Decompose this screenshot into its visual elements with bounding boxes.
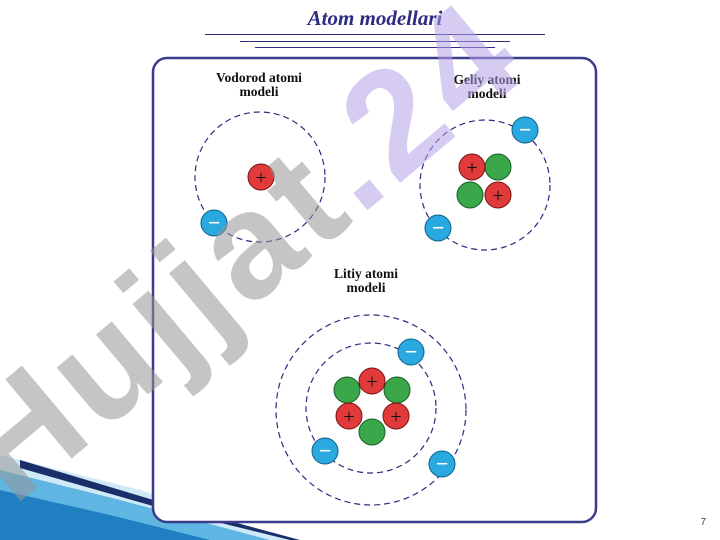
- helium-label-line2: modeli: [468, 86, 507, 101]
- electron: −: [511, 116, 539, 144]
- lithium-inner-orbit: [305, 342, 437, 474]
- title-underline-shorter: [255, 47, 495, 48]
- helium-label-line1: Geliy atomi: [453, 72, 520, 87]
- hydrogen-label-line1: Vodorod atomi: [216, 70, 302, 85]
- title-underline-short: [240, 41, 510, 42]
- proton-sign: +: [492, 185, 503, 207]
- lithium-atom-model: Litiy atomi modeli + + + −: [275, 266, 467, 506]
- proton: +: [458, 153, 486, 181]
- proton: +: [484, 181, 512, 209]
- hydrogen-label-line2: modeli: [240, 84, 279, 99]
- proton: +: [358, 367, 386, 395]
- proton: +: [247, 163, 275, 191]
- helium-atom-model: Geliy atomi modeli + + − −: [419, 72, 551, 251]
- neutron: [383, 376, 411, 404]
- electron: −: [200, 209, 228, 237]
- electron: −: [424, 214, 452, 242]
- proton-sign: +: [343, 406, 354, 428]
- hydrogen-atom-model: Vodorod atomi modeli + −: [194, 70, 326, 243]
- electron: −: [428, 450, 456, 478]
- neutron: [456, 181, 484, 209]
- electron: −: [397, 338, 425, 366]
- lithium-outer-orbit: [275, 314, 467, 506]
- lithium-label-line2: modeli: [347, 280, 386, 295]
- title-underline: [205, 34, 545, 35]
- neutron: [484, 153, 512, 181]
- electron-sign: −: [519, 117, 532, 142]
- electron-sign: −: [319, 438, 332, 463]
- proton-sign: +: [390, 406, 401, 428]
- electron: −: [311, 437, 339, 465]
- neutron: [333, 376, 361, 404]
- helium-orbit: [419, 119, 551, 251]
- page-number: 7: [700, 517, 706, 528]
- proton-sign: +: [255, 167, 266, 189]
- electron-sign: −: [436, 451, 449, 476]
- electron-sign: −: [405, 339, 418, 364]
- neutron: [358, 418, 386, 446]
- lithium-label-line1: Litiy atomi: [334, 266, 398, 281]
- electron-sign: −: [208, 210, 221, 235]
- proton-sign: +: [366, 371, 377, 393]
- hydrogen-orbit: [194, 111, 326, 243]
- electron-sign: −: [432, 215, 445, 240]
- proton: +: [335, 402, 363, 430]
- proton-sign: +: [466, 157, 477, 179]
- slide-title: Atom modellari: [307, 6, 443, 30]
- proton: +: [382, 402, 410, 430]
